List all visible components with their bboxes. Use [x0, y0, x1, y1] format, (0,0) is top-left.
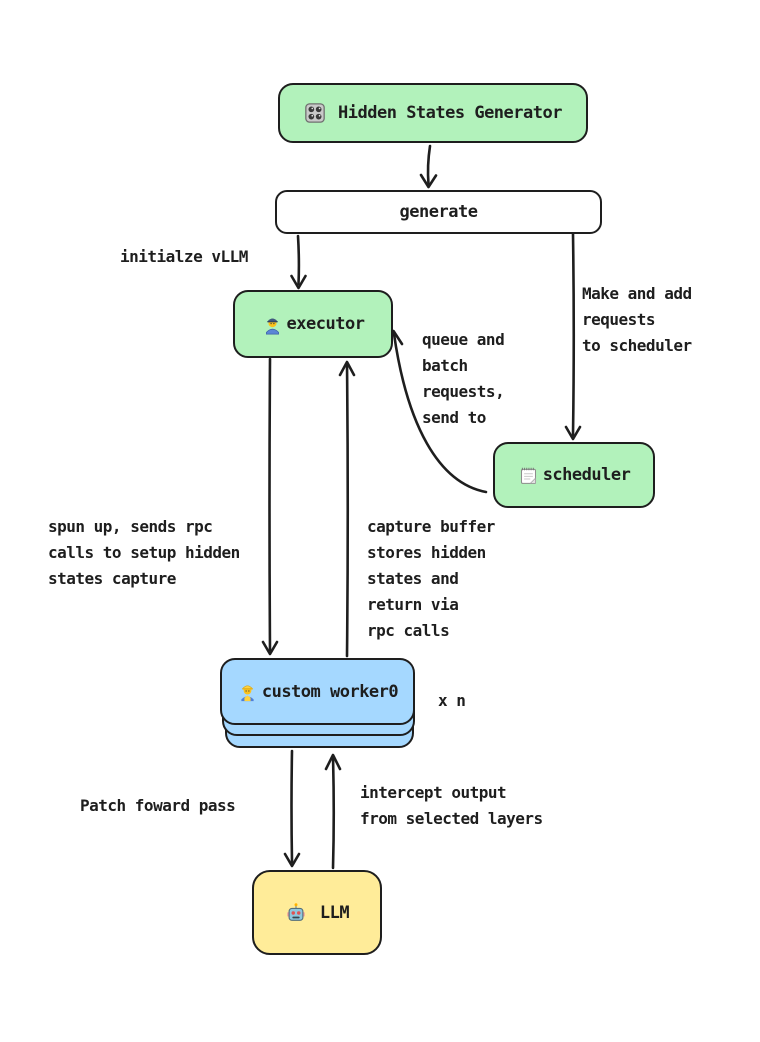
arrow-generate-to-scheduler: [564, 232, 582, 441]
control-knobs-icon: [304, 102, 326, 124]
node-llm[interactable]: LLM: [252, 870, 382, 955]
node-scheduler[interactable]: scheduler: [493, 442, 655, 508]
node-hidden-states-generator[interactable]: Hidden States Generator: [278, 83, 588, 143]
node-executor[interactable]: executor: [233, 290, 393, 358]
arrow-worker-to-executor: [338, 360, 356, 658]
label-spun-up-rpc: spun up, sends rpc calls to setup hidden…: [48, 517, 240, 588]
node-label: scheduler: [542, 465, 631, 485]
arrow-llm-to-worker: [324, 753, 342, 870]
label-x-n-multiplier: x n: [438, 691, 466, 710]
arrow-executor-to-worker: [261, 357, 279, 656]
label-capture-buffer: capture buffer stores hidden states and …: [367, 517, 495, 640]
label-intercept-output: intercept output from selected layers: [360, 783, 543, 828]
node-label: LLM: [319, 902, 350, 923]
label-make-add-requests: Make and add requests to scheduler: [582, 284, 692, 355]
node-label: executor: [286, 314, 365, 334]
spiral-notepad-icon: [518, 465, 539, 486]
node-label: generate: [399, 202, 478, 222]
man-mechanic-icon: [262, 314, 283, 335]
node-label: custom worker0: [261, 681, 399, 702]
label-queue-batch-requests: queue and batch requests, send to: [422, 330, 505, 427]
label-patch-forward-pass: Patch foward pass: [80, 796, 236, 815]
arrow-generate-to-executor: [290, 234, 307, 290]
node-custom-worker[interactable]: custom worker0: [220, 658, 415, 725]
robot-icon: [285, 902, 307, 924]
label-initialize-vllm: initialze vLLM: [120, 247, 248, 266]
node-generate[interactable]: generate: [275, 190, 602, 234]
arrow-generator-to-generate: [419, 144, 438, 189]
construction-worker-icon: [237, 681, 258, 702]
arrow-worker-to-llm: [283, 749, 301, 868]
node-label: Hidden States Generator: [338, 103, 562, 123]
